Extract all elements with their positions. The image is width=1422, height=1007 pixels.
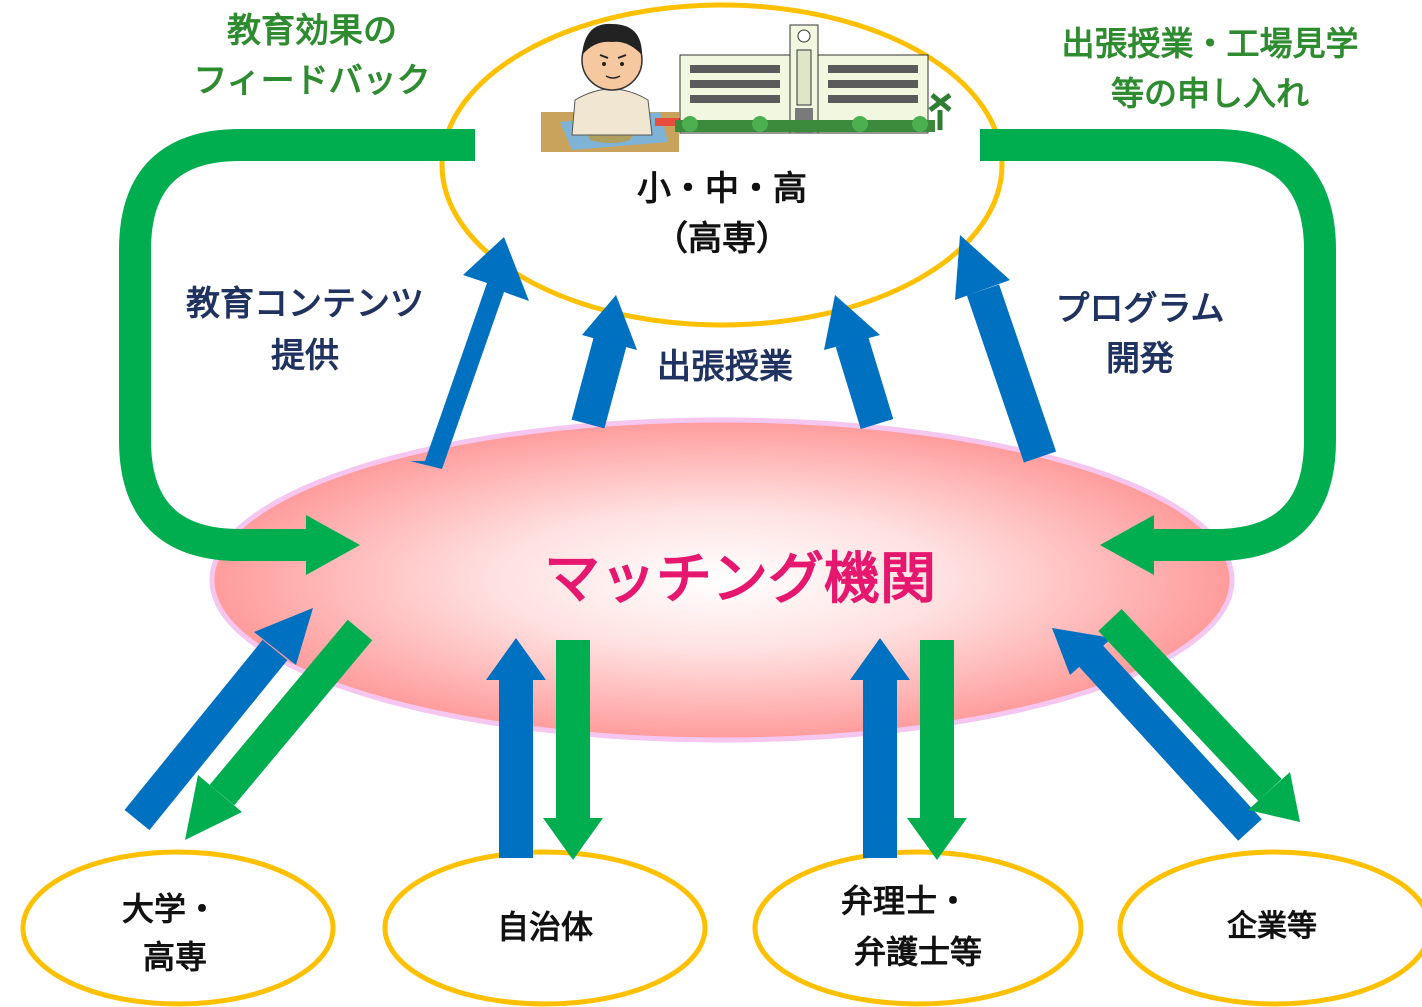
- arrow-program-up: [955, 235, 1057, 463]
- program-label-line1: プログラム: [1056, 289, 1225, 329]
- node-attorney-line1: 弁理士・: [841, 882, 969, 920]
- program-label-line2: 開発: [1106, 339, 1175, 379]
- right-feedback-loop: [980, 129, 1336, 575]
- arrow-university-up: [124, 608, 313, 831]
- node-attorney-line2: 弁護士等: [854, 933, 982, 971]
- node-ellipse-patent-attorney: [752, 849, 1084, 1007]
- node-ellipse-companies: [1117, 849, 1422, 1007]
- node-ellipse-university: [20, 849, 336, 1007]
- node-companies: 企業等: [1227, 909, 1317, 944]
- request-label-line2: 等の申し入れ: [1111, 74, 1309, 113]
- node-university-line2: 高専: [143, 938, 207, 976]
- arrow-municipality-up: [486, 638, 546, 858]
- node-ellipse-municipality: [382, 849, 708, 1007]
- arrow-companies-up: [1052, 628, 1262, 841]
- student-illustration: [541, 23, 685, 152]
- school-ellipse: [439, 2, 1005, 328]
- arrow-attorney-down: [907, 640, 967, 860]
- request-label-line1: 出張授業・工場見学: [1062, 24, 1359, 63]
- arrow-class-up-right: [824, 295, 894, 429]
- feedback-label-line1: 教育効果の: [227, 11, 397, 51]
- matching-ellipse: [209, 417, 1235, 743]
- arrow-university-down: [185, 619, 373, 840]
- school-title: 小・中・高: [637, 169, 807, 209]
- arrow-content-up: [410, 237, 529, 469]
- node-municipality: 自治体: [497, 908, 593, 946]
- content-label-line2: 提供: [271, 336, 339, 376]
- school-building-illustration: [675, 24, 952, 134]
- arrow-municipality-down: [543, 640, 603, 860]
- feedback-label-line2: フィードバック: [193, 61, 430, 101]
- content-label-line1: 教育コンテンツ: [186, 284, 424, 324]
- arrow-class-up-left: [571, 295, 637, 429]
- left-feedback-loop: [119, 129, 475, 575]
- matching-label: マッチング機関: [544, 547, 936, 612]
- class-label: 出張授業: [657, 347, 793, 387]
- arrow-attorney-up: [850, 638, 910, 858]
- school-subtitle: （高専）: [654, 219, 790, 259]
- arrow-companies-down: [1098, 609, 1300, 822]
- node-university-line1: 大学・: [122, 890, 218, 928]
